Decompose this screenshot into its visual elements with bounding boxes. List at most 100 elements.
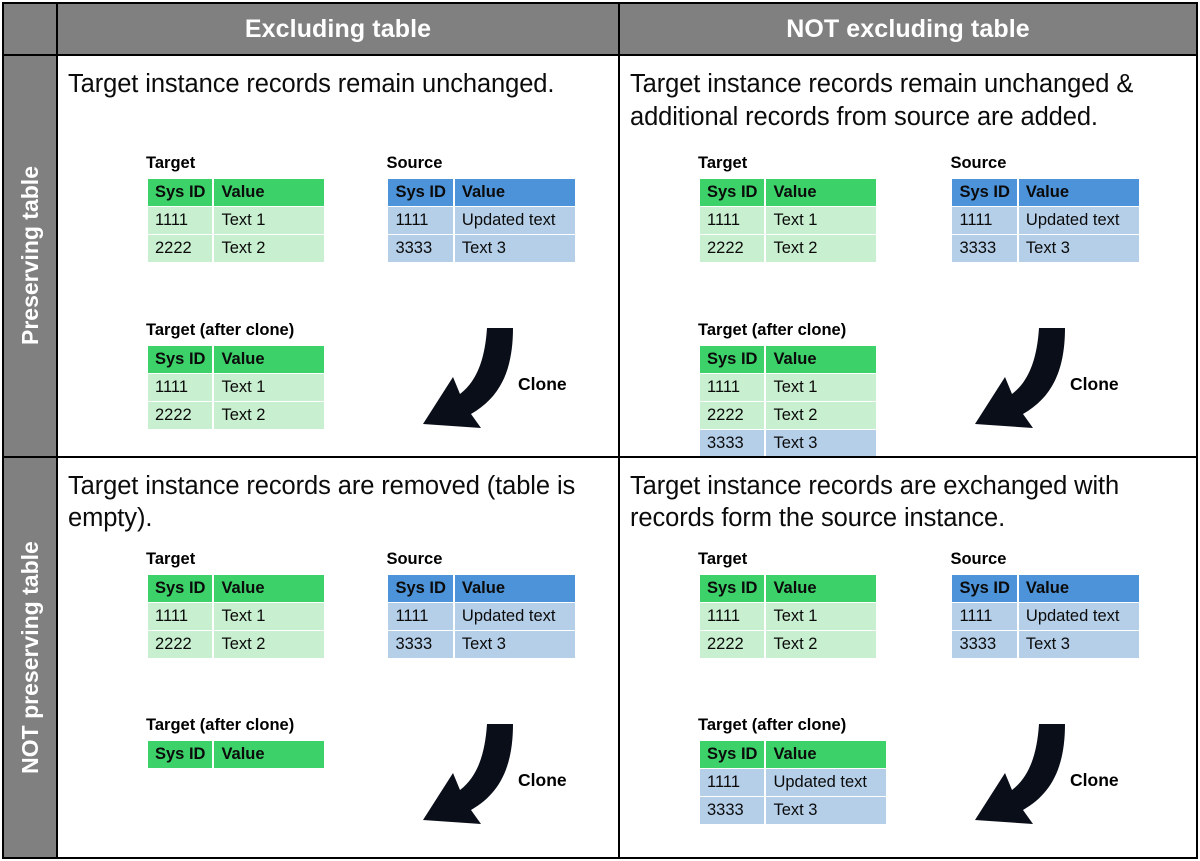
target-table-caption: Target — [146, 549, 196, 568]
cell-sys-id: 2222 — [700, 235, 765, 262]
source-table-caption: Source — [950, 549, 1007, 568]
quadrant-description: Target instance records remain unchanged… — [630, 70, 1134, 131]
clone-label: Clone — [518, 769, 567, 790]
after_clone-table-caption: Target (after clone) — [146, 321, 295, 339]
column-header-excluding: Excluding table — [58, 4, 618, 54]
column-header-value: Value — [214, 346, 325, 373]
quadrant-not-preserving-not-excluding: Target instance records are exchanged wi… — [620, 457, 1196, 857]
quadrant-description: Target instance records are exchanged wi… — [630, 471, 1120, 533]
row-header-preserving: Preserving table — [4, 56, 56, 456]
cell-sys-id: 3333 — [952, 630, 1017, 658]
quadrant-body: Target instance records remain unchanged… — [58, 56, 618, 456]
cell-value: Text 3 — [454, 630, 575, 658]
column-header-value: Value — [1018, 179, 1139, 206]
clone-arrow-group: Clone — [413, 324, 618, 444]
cell-sys-id: 1111 — [388, 602, 453, 630]
cell-value: Text 1 — [214, 207, 325, 234]
column-header-not-excluding: NOT excluding table — [620, 4, 1196, 54]
cell-sys-id: 3333 — [952, 235, 1017, 262]
source-table-caption: Source — [950, 154, 1007, 172]
column-header-value: Value — [214, 740, 325, 768]
column-header-sys-id: Sys ID — [388, 574, 453, 602]
column-header-value: Value — [766, 740, 887, 768]
cell-sys-id: 1111 — [952, 207, 1017, 234]
clone-arrow-group: Clone — [965, 324, 1185, 444]
column-header-sys-id: Sys ID — [148, 179, 213, 206]
quadrant-description: Target instance records are removed (tab… — [68, 471, 576, 533]
column-header-value: Value — [214, 179, 325, 206]
column-header-value: Value — [454, 179, 575, 206]
source-table-caption: Source — [386, 549, 443, 568]
clone-arrow-icon — [975, 723, 1065, 824]
clone-arrow-icon — [975, 328, 1065, 428]
cell-value: Updated text — [454, 207, 575, 234]
clone-arrow-group: Clone — [413, 720, 618, 840]
clone-label: Clone — [1070, 374, 1119, 394]
cell-sys-id: 1111 — [148, 374, 213, 401]
column-header-sys-id: Sys ID — [700, 179, 765, 206]
cell-sys-id: 1111 — [148, 602, 213, 630]
clone-label: Clone — [518, 374, 567, 394]
cell-sys-id: 2222 — [148, 630, 213, 658]
cell-value: Updated text — [1018, 602, 1139, 630]
clone-arrow-icon — [423, 723, 513, 824]
target-table-caption: Target — [146, 154, 196, 172]
after_clone-table-caption: Target (after clone) — [698, 321, 847, 339]
after_clone-table-caption: Target (after clone) — [698, 715, 847, 734]
cell-value: Text 1 — [214, 602, 325, 630]
cell-sys-id: 3333 — [700, 796, 765, 824]
cell-value: Text 1 — [766, 207, 877, 234]
column-header-sys-id: Sys ID — [700, 740, 765, 768]
cell-value: Text 3 — [766, 796, 887, 824]
column-header-excluding-label: Excluding table — [244, 14, 432, 43]
quadrant-preserving-excluding: Target instance records remain unchanged… — [58, 56, 618, 456]
cell-sys-id: 2222 — [148, 402, 213, 429]
column-header-sys-id: Sys ID — [952, 179, 1017, 206]
cell-value: Updated text — [454, 602, 575, 630]
cell-value: Updated text — [1018, 207, 1139, 234]
cell-sys-id: 2222 — [700, 630, 765, 658]
